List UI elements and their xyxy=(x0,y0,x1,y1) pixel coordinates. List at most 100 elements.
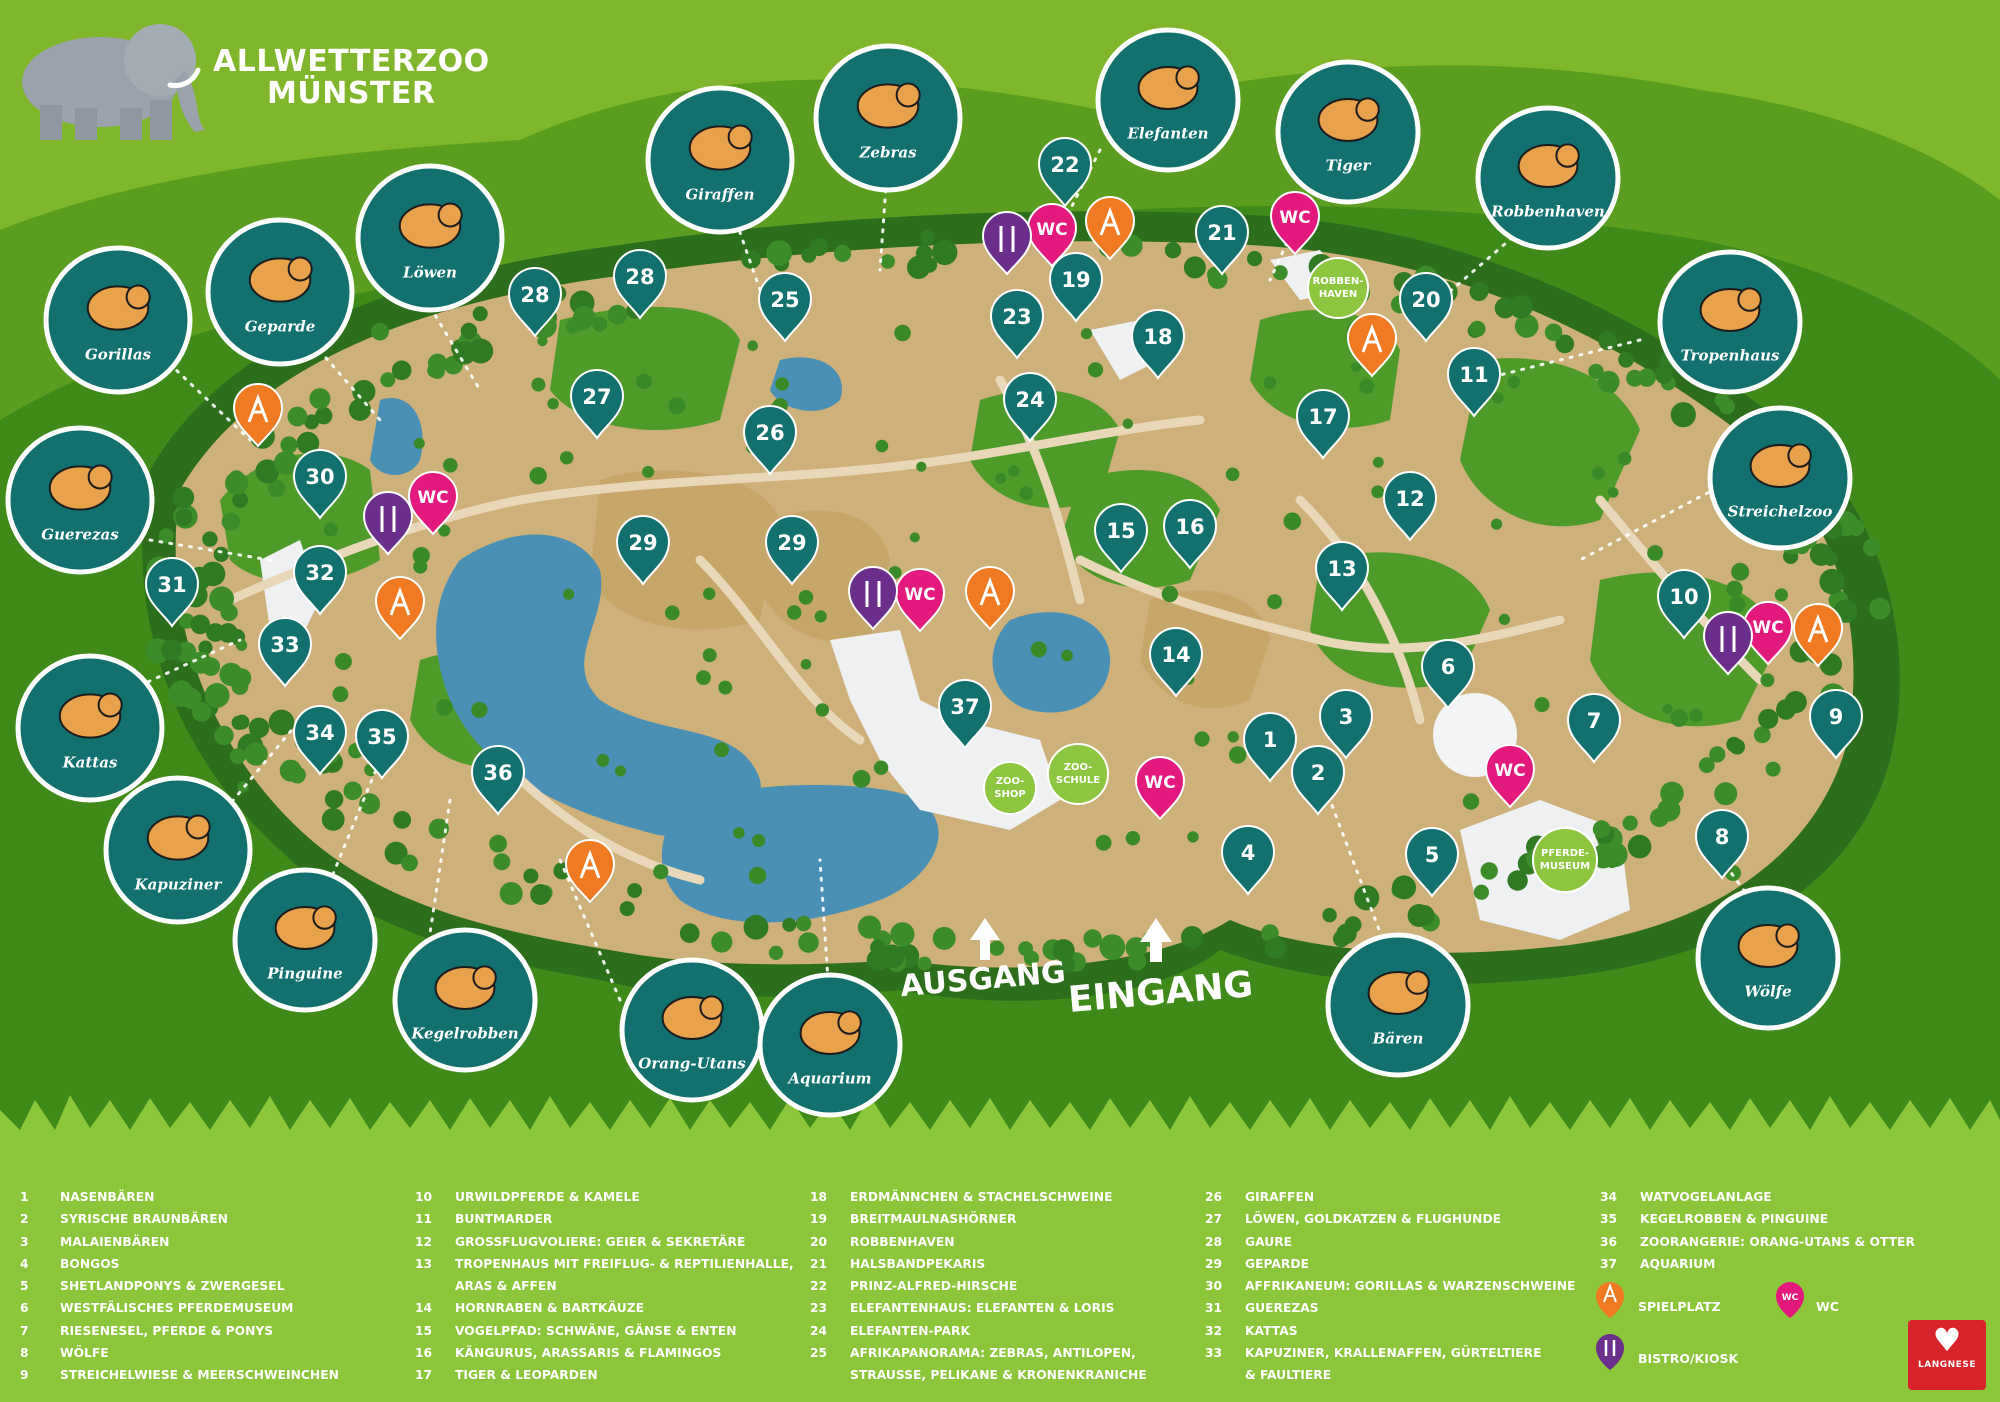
langnese-logo: ♥ LANGNESE xyxy=(1908,1320,1986,1390)
legend-number: 13 xyxy=(415,1256,433,1271)
animal-bubble-3: Löwen xyxy=(355,163,505,313)
wc-marker-icon[interactable]: WC xyxy=(407,471,459,536)
wc-marker-icon[interactable]: WC xyxy=(1269,191,1321,256)
exhibit-pin-29[interactable]: 29 xyxy=(764,515,820,586)
wc-marker-icon[interactable]: WC xyxy=(894,568,946,633)
exhibit-pin-11[interactable]: 11 xyxy=(1446,347,1502,418)
exhibit-pin-35[interactable]: 35 xyxy=(354,709,410,780)
exhibit-pin-16[interactable]: 16 xyxy=(1162,499,1218,570)
exhibit-pin-18[interactable]: 18 xyxy=(1130,309,1186,380)
exhibit-pin-10[interactable]: 10 xyxy=(1656,569,1712,640)
legend-number: 33 xyxy=(1205,1346,1223,1361)
legend-wc-badge: WC xyxy=(1782,1293,1799,1303)
legend-number: 20 xyxy=(810,1234,828,1249)
legend-number: 5 xyxy=(20,1279,29,1294)
legend-text: RIESENESEL, PFERDE & PONYS xyxy=(60,1323,274,1338)
exhibit-pin-29[interactable]: 29 xyxy=(615,515,671,586)
exhibit-pin-4[interactable]: 4 xyxy=(1220,825,1276,896)
pin-number: 8 xyxy=(1715,825,1730,849)
pin-number: 36 xyxy=(483,761,512,785)
exhibit-pin-34[interactable]: 34 xyxy=(292,705,348,776)
wc-marker-icon[interactable]: WC xyxy=(1134,756,1186,821)
title-line-1: ALLWETTERZOO xyxy=(213,44,490,79)
bistro-marker-icon[interactable] xyxy=(1702,611,1754,676)
exhibit-pin-14[interactable]: 14 xyxy=(1148,627,1204,698)
exhibit-pin-17[interactable]: 17 xyxy=(1295,389,1351,460)
exhibit-pin-15[interactable]: 15 xyxy=(1093,503,1149,574)
exhibit-pin-12[interactable]: 12 xyxy=(1382,471,1438,542)
wc-text: WC xyxy=(1494,761,1525,781)
exhibit-pin-24[interactable]: 24 xyxy=(1002,372,1058,443)
pin-number: 32 xyxy=(305,561,334,585)
exhibit-pin-23[interactable]: 23 xyxy=(989,289,1045,360)
bistro-marker-icon[interactable] xyxy=(847,566,899,631)
exhibit-pin-20[interactable]: 20 xyxy=(1398,272,1454,343)
legend-text: AFFRIKANEUM: GORILLAS & WARZENSCHWEINE xyxy=(1245,1279,1576,1294)
exhibit-pin-3[interactable]: 3 xyxy=(1318,689,1374,760)
bistro-marker-icon[interactable] xyxy=(362,491,414,556)
exhibit-pin-9[interactable]: 9 xyxy=(1808,689,1864,760)
exhibit-pin-1[interactable]: 1 xyxy=(1242,712,1298,783)
wc-marker-icon[interactable]: WC xyxy=(1484,744,1536,809)
playground-marker-icon[interactable] xyxy=(374,576,426,641)
animal-bubble-label: Elefanten xyxy=(1126,125,1208,143)
pin-number: 12 xyxy=(1395,487,1424,511)
exhibit-pin-8[interactable]: 8 xyxy=(1694,809,1750,880)
playground-marker-icon[interactable] xyxy=(1346,313,1398,378)
exhibit-pin-25[interactable]: 25 xyxy=(757,272,813,343)
animal-bubble-label: Tiger xyxy=(1326,157,1372,175)
exhibit-pin-27[interactable]: 27 xyxy=(569,369,625,440)
playground-marker-icon[interactable] xyxy=(1084,196,1136,261)
exhibit-pin-21[interactable]: 21 xyxy=(1194,205,1250,276)
wc-marker-icon[interactable]: WC xyxy=(1742,601,1794,666)
playground-marker-icon[interactable] xyxy=(564,839,616,904)
exhibit-pin-32[interactable]: 32 xyxy=(292,545,348,616)
legend-number: 32 xyxy=(1205,1323,1223,1338)
legend-text: SYRISCHE BRAUNBÄREN xyxy=(60,1212,228,1227)
exhibit-pin-7[interactable]: 7 xyxy=(1566,693,1622,764)
pin-number: 1 xyxy=(1263,728,1278,752)
exhibit-pin-13[interactable]: 13 xyxy=(1314,541,1370,612)
exhibit-pin-19[interactable]: 19 xyxy=(1048,252,1104,323)
pin-number: 26 xyxy=(755,421,784,445)
exhibit-pin-28[interactable]: 28 xyxy=(612,249,668,320)
grey-seal-icon xyxy=(434,965,497,1010)
playground-marker-icon[interactable] xyxy=(1792,603,1844,668)
pin-number: 30 xyxy=(305,465,334,489)
exhibit-pin-26[interactable]: 26 xyxy=(742,405,798,476)
exhibit-pin-28[interactable]: 28 xyxy=(507,267,563,338)
exhibit-pin-36[interactable]: 36 xyxy=(470,745,526,816)
zooschule-label: ZOO- SCHULE xyxy=(1047,743,1109,805)
legend-text: BREITMAULNASHÖRNER xyxy=(850,1212,1017,1227)
playground-marker-icon[interactable] xyxy=(232,383,284,448)
exhibit-pin-33[interactable]: 33 xyxy=(257,617,313,688)
playground-marker-icon[interactable] xyxy=(964,566,1016,631)
exhibit-pin-37[interactable]: 37 xyxy=(937,679,993,750)
pin-number: 33 xyxy=(270,633,299,657)
wc-marker-icon[interactable]: WC xyxy=(1026,203,1078,268)
bistro-marker-icon[interactable] xyxy=(981,211,1033,276)
exhibit-pin-6[interactable]: 6 xyxy=(1420,639,1476,710)
pin-number: 34 xyxy=(305,721,334,745)
svg-text:SCHULE: SCHULE xyxy=(1056,775,1100,786)
pin-number: 3 xyxy=(1339,705,1354,729)
capuchin-icon xyxy=(146,814,211,861)
exhibit-pin-31[interactable]: 31 xyxy=(144,557,200,628)
legend-text: ELEFANTENHAUS: ELEFANTEN & LORIS xyxy=(850,1301,1115,1316)
animal-bubble-label: Guerezas xyxy=(41,526,119,544)
exhibit-pin-2[interactable]: 2 xyxy=(1290,745,1346,816)
exhibit-pin-22[interactable]: 22 xyxy=(1037,137,1093,208)
seal-icon xyxy=(1517,143,1580,188)
pin-number: 24 xyxy=(1015,388,1044,412)
exhibit-pin-5[interactable]: 5 xyxy=(1404,827,1460,898)
exhibit-pin-30[interactable]: 30 xyxy=(292,449,348,520)
